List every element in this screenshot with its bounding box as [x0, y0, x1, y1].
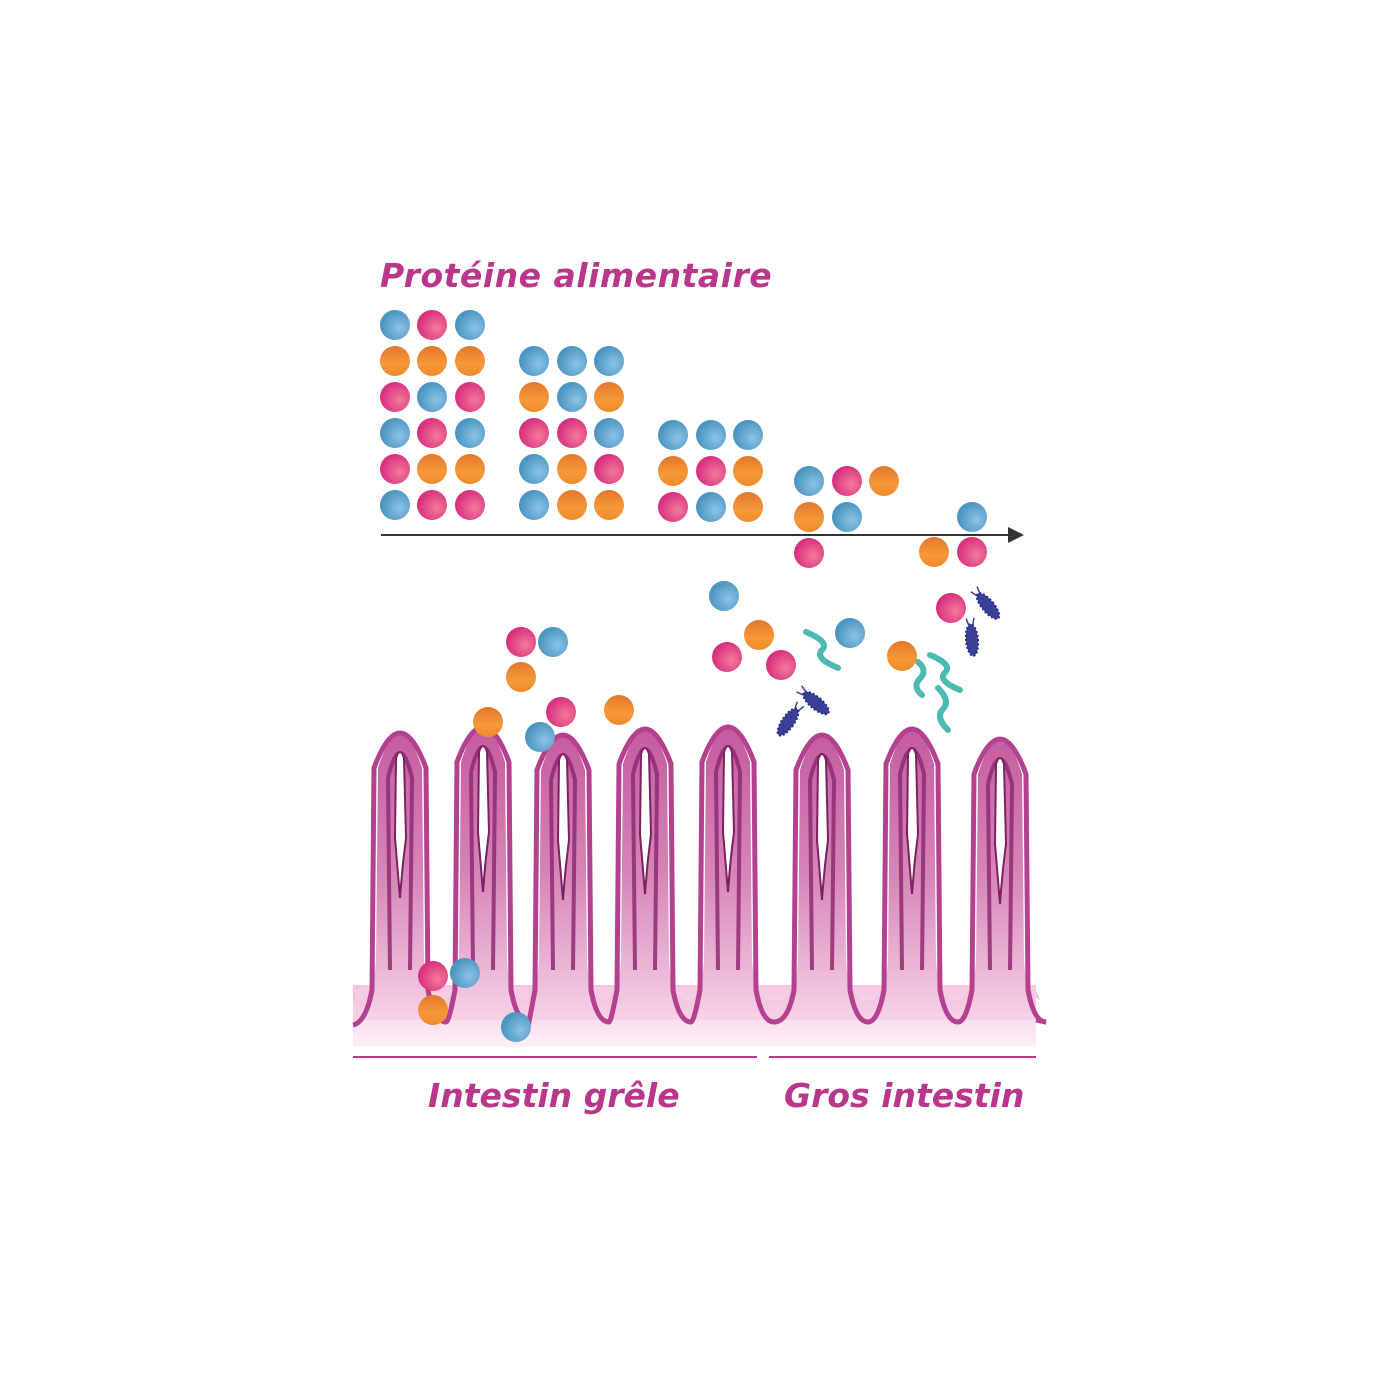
amino-acid-orange [594, 382, 624, 412]
spiral-bacterium-icon [935, 685, 951, 733]
amino-acid-blue [380, 310, 410, 340]
villus [808, 753, 837, 971]
amino-acid-blue [696, 420, 726, 450]
amino-acid-blue [519, 346, 549, 376]
amino-acid-pink [594, 454, 624, 484]
amino-acid-blue [450, 958, 480, 988]
amino-acid-blue [709, 581, 739, 611]
amino-acid-blue [658, 420, 688, 450]
amino-acid-blue [525, 722, 555, 752]
amino-acid-blue [794, 466, 824, 496]
amino-acid-blue [417, 382, 447, 412]
amino-acid-orange [506, 662, 536, 692]
amino-acid-blue [557, 346, 587, 376]
amino-acid-orange [887, 641, 917, 671]
amino-acid-pink [417, 490, 447, 520]
gut-bacteria [776, 586, 1001, 737]
villus [469, 745, 498, 971]
villus [714, 745, 743, 971]
villi-outline [352, 724, 1047, 1028]
amino-acid-blue [835, 618, 865, 648]
amino-acid-blue [455, 418, 485, 448]
amino-acid-pink [794, 538, 824, 568]
rod-bacterium-icon [970, 586, 1001, 620]
amino-acid-pink [712, 642, 742, 672]
amino-acid-pink [418, 961, 448, 991]
amino-acid-pink [696, 456, 726, 486]
amino-acid-orange [604, 695, 634, 725]
amino-acid-pink [417, 310, 447, 340]
amino-acid-orange [417, 346, 447, 376]
rod-bacterium-icon [796, 685, 830, 716]
amino-acid-pink [658, 492, 688, 522]
amino-acid-blue [519, 490, 549, 520]
amino-acid-orange [455, 346, 485, 376]
amino-acid-orange [519, 382, 549, 412]
amino-acid-blue [380, 418, 410, 448]
amino-acid-blue [519, 454, 549, 484]
amino-acid-orange [594, 490, 624, 520]
amino-acids [380, 310, 987, 1042]
amino-acid-pink [519, 418, 549, 448]
digestion-arrow-head [1008, 527, 1024, 543]
amino-acid-blue [455, 310, 485, 340]
amino-acid-blue [557, 382, 587, 412]
villus [898, 747, 927, 971]
spiral-bacterium-icon [927, 652, 963, 693]
amino-acid-blue [501, 1012, 531, 1042]
diagram-title: Protéine alimentaire [380, 256, 773, 295]
amino-acid-orange [418, 995, 448, 1025]
villus [386, 751, 415, 971]
amino-acid-pink [506, 627, 536, 657]
amino-acid-pink [957, 537, 987, 567]
amino-acid-orange [733, 456, 763, 486]
large-intestine-label: Gros intestin [784, 1076, 1025, 1115]
spiral-bacterium-icon [913, 659, 927, 698]
amino-acid-blue [594, 418, 624, 448]
amino-acid-orange [733, 492, 763, 522]
amino-acid-pink [417, 418, 447, 448]
amino-acid-orange [455, 454, 485, 484]
amino-acid-orange [380, 346, 410, 376]
amino-acid-pink [455, 382, 485, 412]
intestinal-villi [352, 724, 1047, 1047]
rod-bacterium-icon [776, 701, 805, 737]
villus [986, 757, 1015, 971]
amino-acid-pink [380, 454, 410, 484]
amino-acid-pink [766, 650, 796, 680]
spiral-bacterium-icon [803, 629, 841, 671]
amino-acid-orange [919, 537, 949, 567]
amino-acid-orange [417, 454, 447, 484]
amino-acid-pink [380, 382, 410, 412]
amino-acid-pink [455, 490, 485, 520]
amino-acid-orange [557, 454, 587, 484]
amino-acid-orange [557, 490, 587, 520]
rod-bacterium-icon [964, 617, 980, 657]
amino-acid-orange [744, 620, 774, 650]
amino-acid-orange [473, 707, 503, 737]
amino-acid-pink [832, 466, 862, 496]
amino-acid-blue [538, 627, 568, 657]
amino-acid-pink [546, 697, 576, 727]
amino-acid-blue [832, 502, 862, 532]
amino-acid-pink [557, 418, 587, 448]
amino-acid-pink [936, 593, 966, 623]
amino-acid-blue [957, 502, 987, 532]
amino-acid-orange [658, 456, 688, 486]
amino-acid-blue [733, 420, 763, 450]
amino-acid-blue [696, 492, 726, 522]
amino-acid-blue [380, 490, 410, 520]
villus [549, 753, 578, 971]
amino-acid-orange [869, 466, 899, 496]
villus [631, 747, 660, 971]
amino-acid-blue [594, 346, 624, 376]
small-intestine-label: Intestin grêle [428, 1076, 680, 1115]
amino-acid-orange [794, 502, 824, 532]
